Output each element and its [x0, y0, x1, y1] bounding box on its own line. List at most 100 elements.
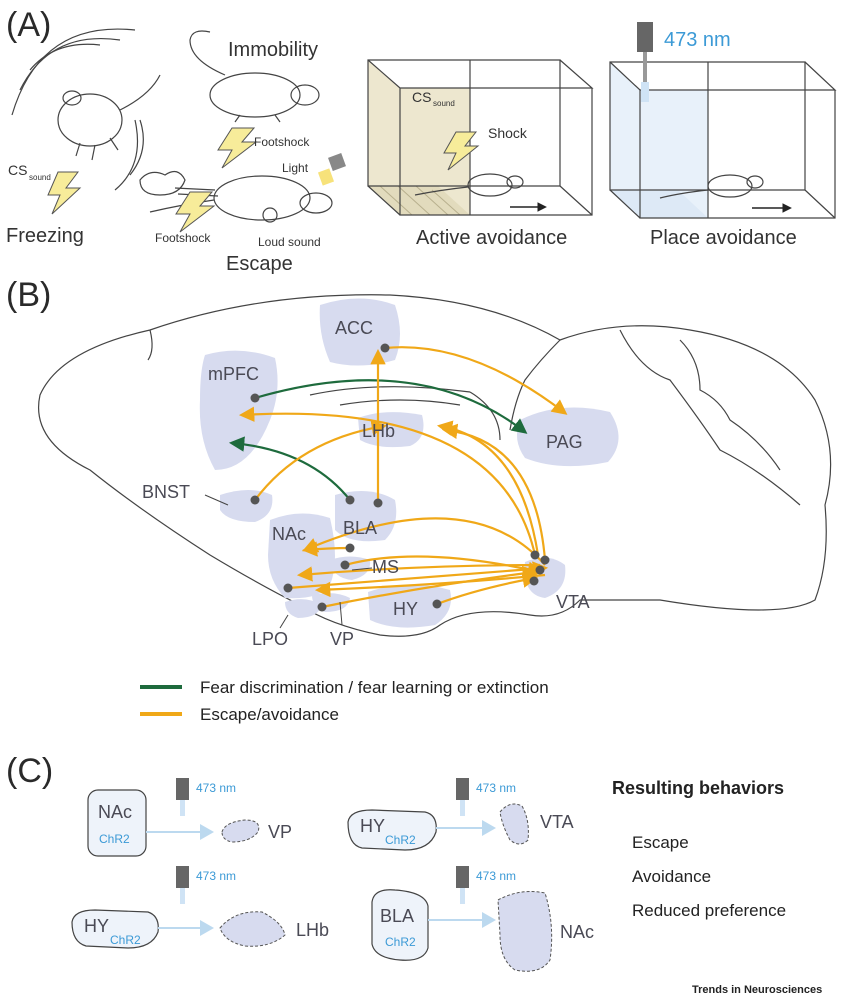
- label-hy: HY: [393, 599, 418, 619]
- bnst-leader-line: [204, 494, 229, 506]
- label-bnst: BNST: [142, 482, 190, 502]
- legend-label-fear: Fear discrimination / fear learning or e…: [200, 678, 549, 697]
- region-nac: [268, 513, 335, 599]
- neuron-somata: [250, 343, 550, 612]
- laser-icon: [456, 778, 469, 800]
- exp4-opsin-label: ChR2: [385, 935, 416, 949]
- immobility-mouse-illustration: [189, 30, 320, 123]
- exp1-target-label: VP: [268, 822, 292, 842]
- experiment-nac-vp: [87, 778, 260, 857]
- panel-c-letter: (C): [6, 752, 53, 790]
- escape-mouse-illustration: [139, 170, 333, 223]
- cs-subscript: sound: [29, 173, 51, 182]
- immobility-label: Immobility: [228, 39, 318, 61]
- laser-icon: [456, 866, 469, 888]
- panel-b: (B): [6, 276, 832, 724]
- laser-icon: [176, 866, 189, 888]
- active-avoidance-label: Active avoidance: [416, 227, 567, 249]
- region-mpfc: [199, 350, 278, 470]
- footshock-top-label: Footshock: [254, 135, 310, 149]
- projection-bla-mpfc: [228, 436, 351, 501]
- label-lhb: LHb: [362, 421, 395, 441]
- brain-outline: [38, 294, 832, 637]
- vp-leader-line: [339, 601, 343, 626]
- projection-vp-vta: [321, 565, 539, 609]
- label-ms: MS: [372, 557, 399, 577]
- exp2-wavelength-label: 473 nm: [476, 781, 516, 795]
- box-cs-label: CS: [412, 89, 431, 105]
- exp1-wavelength-label: 473 nm: [196, 781, 236, 795]
- experiment-bla-nac: [371, 866, 553, 972]
- active-avoidance-box: [367, 59, 594, 216]
- wavelength-label-a: 473 nm: [664, 29, 731, 51]
- place-avoidance-box: [609, 61, 837, 219]
- loud-sound-label: Loud sound: [258, 235, 321, 249]
- shock-label: Shock: [488, 125, 528, 141]
- escape-label: Escape: [226, 253, 293, 275]
- label-bla: BLA: [343, 518, 377, 538]
- experiment-hy-lhb: [71, 866, 286, 949]
- exp3-source-label: HY: [84, 916, 109, 936]
- exp4-target-label: NAc: [560, 922, 594, 942]
- projection-mpfc-pag: [254, 379, 528, 434]
- result-item: Reduced preference: [632, 901, 786, 920]
- exp1-source-label: NAc: [98, 802, 132, 822]
- lightning-icon: [217, 127, 258, 169]
- ms-leader-line: [351, 567, 373, 571]
- legend-label-escape: Escape/avoidance: [200, 705, 339, 724]
- footshock-bottom-label: Footshock: [155, 231, 211, 245]
- results-title: Resulting behaviors: [612, 778, 784, 798]
- lpo-leader-line: [279, 614, 289, 629]
- exp2-target-label: VTA: [540, 812, 574, 832]
- place-avoidance-label: Place avoidance: [650, 227, 797, 249]
- light-source-icon: [317, 153, 346, 186]
- journal-credit: Trends in Neurosciences: [692, 984, 822, 996]
- exp3-target-label: LHb: [296, 920, 329, 940]
- laser-fiber-icon: [637, 22, 653, 102]
- projection-hy-vta: [436, 572, 539, 606]
- projection-vta-nac-2: [296, 563, 541, 582]
- projection-vta-mpfc: [238, 406, 537, 556]
- exp2-opsin-label: ChR2: [385, 833, 416, 847]
- label-vp: VP: [330, 629, 354, 649]
- label-nac: NAc: [272, 524, 306, 544]
- panel-a-letter: (A): [6, 6, 51, 44]
- freezing-label: Freezing: [6, 225, 84, 247]
- projection-vta-lhb-2: [441, 423, 547, 561]
- result-item: Avoidance: [632, 867, 711, 886]
- label-acc: ACC: [335, 318, 373, 338]
- region-bnst: [220, 490, 273, 522]
- result-item: Escape: [632, 833, 689, 852]
- freezing-mouse-illustration: [11, 28, 161, 191]
- exp3-wavelength-label: 473 nm: [196, 869, 236, 883]
- projection-vta-nac-1: [302, 517, 546, 566]
- label-pag: PAG: [546, 432, 583, 452]
- legend: Fear discrimination / fear learning or e…: [140, 678, 549, 724]
- fear-learning-projections: [228, 379, 528, 501]
- label-lpo: LPO: [252, 629, 288, 649]
- label-mpfc: mPFC: [208, 364, 259, 384]
- projection-vta-vp: [314, 573, 546, 598]
- exp3-opsin-label: ChR2: [110, 933, 141, 947]
- lightning-icon: [47, 171, 82, 215]
- projection-acc-pag: [384, 346, 568, 415]
- panel-c: (C) NAc ChR2 473 nm VP HY ChR2 473 nm VT…: [6, 752, 786, 972]
- lightning-icon: [175, 191, 216, 233]
- panel-a: (A) CS sound Freezing Immobility: [6, 6, 837, 275]
- region-acc: [319, 298, 400, 366]
- exp4-wavelength-label: 473 nm: [476, 869, 516, 883]
- region-lpo: [285, 599, 322, 618]
- escape-avoidance-projections: [238, 346, 568, 609]
- exp1-opsin-label: ChR2: [99, 832, 130, 846]
- experiment-hy-vta: [347, 778, 529, 851]
- region-pag: [516, 407, 619, 467]
- panel-b-letter: (B): [6, 276, 51, 314]
- laser-icon: [176, 778, 189, 800]
- exp2-source-label: HY: [360, 816, 385, 836]
- projection-bnst-lhb: [254, 420, 388, 501]
- label-vta: VTA: [556, 592, 590, 612]
- exp4-source-label: BLA: [380, 906, 414, 926]
- box-cs-subscript: sound: [433, 99, 455, 108]
- cs-label: CS: [8, 162, 27, 178]
